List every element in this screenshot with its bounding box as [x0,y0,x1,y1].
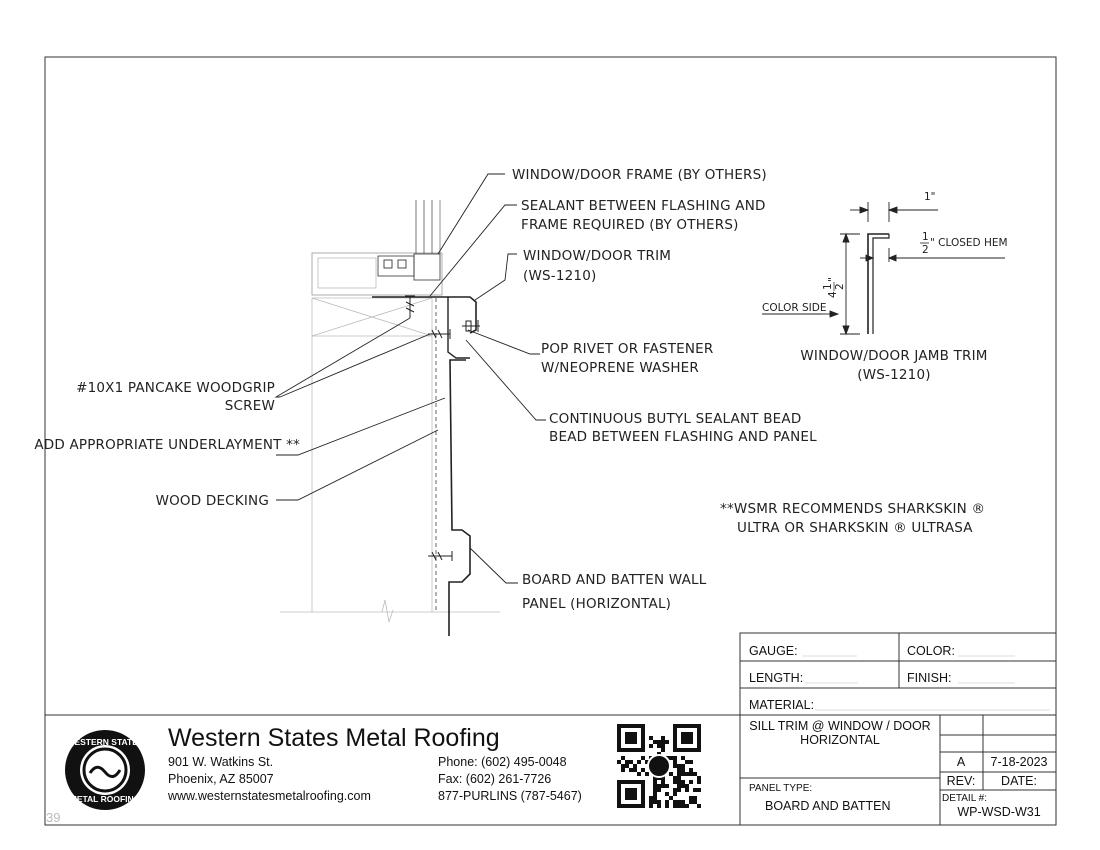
callout-sealant: FRAME REQUIRED (BY OTHERS) [521,217,739,233]
wall-panel [448,359,471,636]
date-label: DATE: [1001,774,1037,788]
company-website[interactable]: www.westernstatesmetalroofing.com [167,789,371,803]
svg-text:METAL ROOFING: METAL ROOFING [70,794,141,804]
callout-pop-rivet: POP RIVET OR FASTENER [541,341,713,357]
detail-value: WP-WSD-W31 [957,805,1040,819]
company-address: 901 W. Watkins St. [168,755,273,769]
trim-hem [447,297,470,359]
svg-text:WESTERN STATES: WESTERN STATES [66,737,143,747]
leader-lines [274,173,546,584]
svg-text:1: 1 [822,283,834,290]
callout-butyl: CONTINUOUS BUTYL SEALANT BEAD [549,411,801,427]
gauge-label: GAUGE: [749,644,798,658]
finish-label: FINISH: [907,671,951,685]
woodgrip-screw [428,551,453,561]
length-label: LENGTH: [749,671,803,685]
note-sharkskin: **WSMR RECOMMENDS SHARKSKIN ® [720,501,985,517]
svg-text:2: 2 [834,283,846,290]
rev-value: A [957,755,966,769]
jamb-detail-subtitle: (WS-1210) [857,367,930,383]
jamb-detail-title: WINDOW/DOOR JAMB TRIM [800,348,987,364]
jamb-trim-detail [762,202,1005,336]
qr-code-icon [617,724,701,808]
callout-butyl: BEAD BETWEEN FLASHING AND PANEL [549,429,817,445]
woodgrip-screw [428,329,451,339]
callout-screw: #10X1 PANCAKE WOODGRIP [76,380,275,396]
callout-trim: (WS-1210) [523,268,596,284]
wsmr-logo-icon: WESTERN STATES METAL ROOFING [65,730,145,810]
section-drawing [280,200,500,636]
wood-framing [280,297,500,623]
company-fax: Fax: (602) 261-7726 [438,772,551,786]
callout-decking: WOOD DECKING [156,493,269,509]
callout-screw: SCREW [225,398,275,414]
woodgrip-screw [405,295,415,318]
window-frame [311,200,443,296]
callout-frame: WINDOW/DOOR FRAME (BY OTHERS) [512,167,767,183]
dim-width: 1" [924,191,936,203]
callout-sealant: SEALANT BETWEEN FLASHING AND [521,198,766,214]
page-number: 39 [46,810,60,825]
callout-underlayment: ADD APPROPRIATE UNDERLAYMENT ** [34,437,300,453]
dim-hem-den: 2 [922,244,929,256]
color-side-label: COLOR SIDE [762,302,826,314]
dim-hem-num: 1 [922,231,929,243]
company-tollfree: 877-PURLINS (787-5467) [438,789,582,803]
color-label: COLOR: [907,644,955,658]
panel-type-label: PANEL TYPE: [749,783,812,794]
company-name: Western States Metal Roofing [168,724,500,752]
callout-panel: BOARD AND BATTEN WALL [522,572,707,588]
svg-text:": " [827,277,839,282]
note-sharkskin: ULTRA OR SHARKSKIN ® ULTRASA [737,520,973,536]
pop-rivet [462,320,480,332]
callout-pop-rivet: W/NEOPRENE WASHER [541,360,699,376]
sill-trim-flashing [372,296,477,334]
date-value: 7-18-2023 [991,755,1048,769]
material-label: MATERIAL: [749,698,814,712]
callout-trim: WINDOW/DOOR TRIM [523,248,671,264]
detail-label: DETAIL #: [942,793,987,804]
dim-height: 4 1 2 " [822,277,846,298]
title-block [45,632,1057,826]
panel-type-value: BOARD AND BATTEN [765,799,890,813]
rev-label: REV: [947,774,976,788]
company-address: Phoenix, AZ 85007 [168,772,274,786]
description-line: SILL TRIM @ WINDOW / DOOR [749,719,930,733]
dim-hem-label: " CLOSED HEM [930,237,1008,249]
company-phone: Phone: (602) 495-0048 [438,755,567,769]
description-line: HORIZONTAL [800,733,880,747]
sheet-border [44,56,1057,826]
svg-text:4: 4 [827,291,839,298]
callout-panel: PANEL (HORIZONTAL) [522,596,671,612]
